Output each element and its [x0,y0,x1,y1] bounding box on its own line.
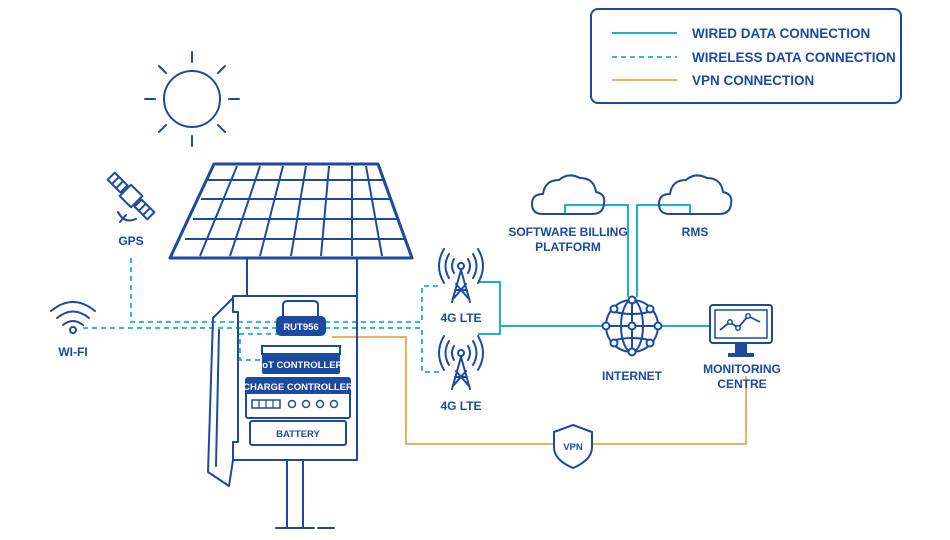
legend: WIRED DATA CONNECTION WIRELESS DATA CONN… [590,8,902,104]
legend-wireless-label: WIRELESS DATA CONNECTION [692,50,896,65]
router-rut956: RUT956 [276,300,326,336]
billing-label-line2: PLATFORM [535,240,601,254]
vpn-line [332,336,747,445]
billing-label-line1: SOFTWARE BILLING [508,225,627,239]
satellite-icon [106,171,156,223]
rms-cloud-icon [658,174,733,215]
wired-to-rms [636,204,691,297]
legend-vpn-label: VPN CONNECTION [692,73,814,88]
internet-label: INTERNET [602,369,663,383]
sun-icon [144,51,240,147]
wifi-icon [50,301,96,334]
wireless-top-tower [325,285,440,323]
gps-label: GPS [118,234,143,248]
charge-controller: CHARGE CONTROLLER [243,377,353,419]
monitoring-monitor-icon [709,304,773,357]
solar-panel [168,162,414,260]
lte-top-label: 4G LTE [440,311,481,325]
wifi-label: WI-FI [58,345,87,359]
wired-bottom-tower [478,326,501,335]
iot-controller: IoT CONTROLLER [260,345,343,374]
wired-to-billing [564,204,629,297]
iot-controller-label: IoT CONTROLLER [260,360,343,371]
charge-controller-label: CHARGE CONTROLLER [243,382,353,393]
lte-tower-top-icon [438,248,484,303]
connections [83,204,747,445]
wireless-gps [130,258,278,323]
rms-label: RMS [682,225,709,239]
vpn-badge-label: VPN [563,442,583,453]
wireless-iot [239,333,280,361]
vpn-shield-icon: VPN [553,423,593,470]
legend-wired-label: WIRED DATA CONNECTION [692,26,870,41]
monitoring-label-line2: CENTRE [717,377,766,391]
monitoring-label-line1: MONITORING [703,362,781,376]
lte-bottom-label: 4G LTE [440,399,481,413]
billing-cloud-icon [531,174,606,215]
wired-top-tower [478,281,606,327]
battery-label: BATTERY [276,429,320,440]
internet-globe-icon [601,295,663,357]
wireless-bottom-tower [325,327,440,373]
battery: BATTERY [249,420,347,446]
cabinet [207,257,358,529]
lte-tower-bottom-icon [438,335,484,390]
router-label: RUT956 [283,322,318,333]
